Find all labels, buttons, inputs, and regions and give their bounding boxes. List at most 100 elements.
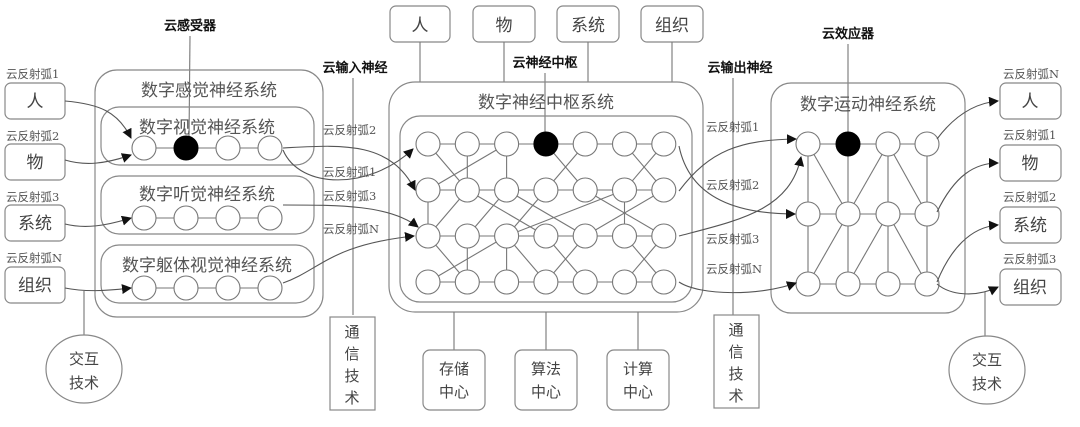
right-output-label: 物 <box>1022 154 1039 174</box>
sensory-node <box>215 275 241 301</box>
interaction-tech-line2: 技术 <box>69 374 99 392</box>
right-output-box <box>999 82 1062 120</box>
input-arc-label: 云反射弧2 <box>323 123 376 137</box>
right-output-arc-label: 云反射弧2 <box>1003 190 1056 204</box>
cloud-receptor-pointer <box>188 35 191 141</box>
motor-node-layer <box>795 131 940 297</box>
left-input-box <box>4 266 66 304</box>
interaction-tech-right: 交互 技术 <box>948 292 1026 405</box>
sensory-node <box>131 275 157 301</box>
central-system-title: 数字神经中枢系统 <box>478 93 614 113</box>
effector-arrow-object <box>936 158 999 213</box>
motor-node <box>875 201 901 227</box>
central-node <box>415 223 441 249</box>
right-output-label: 人 <box>1022 92 1039 112</box>
left-input-group: 云反射弧1 人 云反射弧2 物 云反射弧3 系统 云反射弧N 组织 <box>4 67 66 304</box>
storage-center-line1: 存储 <box>439 360 469 378</box>
cloud-receptor-label: 云感受器 <box>164 18 217 34</box>
right-output-label: 系统 <box>1013 216 1047 236</box>
communication-tech-char: 通 <box>728 321 743 339</box>
communication-tech-char: 信 <box>344 345 359 363</box>
interaction-tech-left: 交互 技术 <box>45 291 123 404</box>
input-arc-arrow <box>282 148 414 181</box>
compute-center-line1: 计算 <box>623 360 653 378</box>
top-entity-label: 组织 <box>655 16 689 36</box>
motor-system-frame <box>770 82 966 314</box>
left-input-label: 物 <box>27 153 44 173</box>
right-output-box <box>999 206 1062 244</box>
compute-center-box <box>606 349 670 411</box>
compute-center-line2: 中心 <box>623 383 653 401</box>
motor-node <box>835 271 861 297</box>
communication-tech-char: 技 <box>344 367 359 385</box>
sensory-node-layer <box>131 135 283 301</box>
algorithm-center-line2: 中心 <box>531 383 561 401</box>
left-input-arc-label: 云反射弧N <box>6 251 62 265</box>
storage-center-box <box>422 349 486 411</box>
motor-edge <box>887 213 928 285</box>
central-edge <box>506 189 586 237</box>
visual-subsystem-frame <box>100 106 315 166</box>
central-node <box>572 131 598 157</box>
motor-node <box>914 271 940 297</box>
central-node <box>651 131 677 157</box>
input-arrow-system <box>64 215 132 227</box>
communication-tech-char: 术 <box>728 387 743 405</box>
motor-edge-layer <box>807 143 928 285</box>
sensory-node <box>215 205 241 231</box>
central-node <box>494 131 520 157</box>
output-arc-arrow <box>678 145 796 219</box>
left-input-arc-label: 云反射弧2 <box>6 129 59 143</box>
central-node <box>454 269 480 295</box>
left-input-label: 组织 <box>18 276 52 296</box>
left-input-box <box>4 204 66 242</box>
left-input-label: 人 <box>27 92 44 112</box>
input-arc-arrow <box>282 145 416 191</box>
right-output-group: 云反射弧N 人 云反射弧1 物 云反射弧2 系统 云反射弧3 组织 <box>999 67 1062 306</box>
interaction-tech-line1: 交互 <box>972 351 1002 369</box>
sensory-node <box>257 205 283 231</box>
bottom-center-group: 存储 中心 算法 中心 计算 中心 <box>422 312 670 411</box>
sensory-node <box>257 135 283 161</box>
motor-edge <box>807 143 849 215</box>
interaction-tech-ellipse <box>948 335 1026 405</box>
sensory-node <box>215 135 241 161</box>
output-arc-arrow <box>678 134 797 192</box>
output-arc-arrow <box>678 156 805 237</box>
central-node <box>651 177 677 203</box>
central-node <box>454 177 480 203</box>
sensory-node <box>173 205 199 231</box>
central-node <box>572 177 598 203</box>
central-node <box>533 269 559 295</box>
motor-edge <box>847 143 889 215</box>
central-node <box>572 223 598 249</box>
right-output-box <box>999 268 1062 306</box>
sensory-node <box>173 275 199 301</box>
interaction-tech-line2: 技术 <box>972 375 1002 393</box>
central-edge <box>467 189 547 237</box>
motor-node <box>835 201 861 227</box>
central-node <box>651 269 677 295</box>
central-edge-layer <box>427 143 665 283</box>
input-arc-label: 云反射弧1 <box>323 165 376 179</box>
motor-system-title: 数字运动神经系统 <box>800 95 936 115</box>
central-node <box>533 223 559 249</box>
central-edge <box>427 143 507 191</box>
communication-tech-char: 技 <box>728 365 743 383</box>
motor-edge <box>847 213 889 285</box>
top-entity-label: 系统 <box>571 16 605 36</box>
central-node <box>651 223 677 249</box>
sensory-node <box>131 205 157 231</box>
central-node <box>415 177 441 203</box>
sensory-system-title: 数字感觉神经系统 <box>141 81 277 101</box>
input-arc-label: 云反射弧3 <box>323 189 376 203</box>
input-arc-arrow <box>282 231 415 284</box>
storage-center-line2: 中心 <box>439 383 469 401</box>
motor-node <box>914 131 940 157</box>
left-input-label: 系统 <box>18 214 52 234</box>
input-arrow-object <box>64 153 132 164</box>
central-edge <box>427 235 507 283</box>
motor-node-active <box>835 131 861 157</box>
input-arrow-person <box>64 100 132 139</box>
